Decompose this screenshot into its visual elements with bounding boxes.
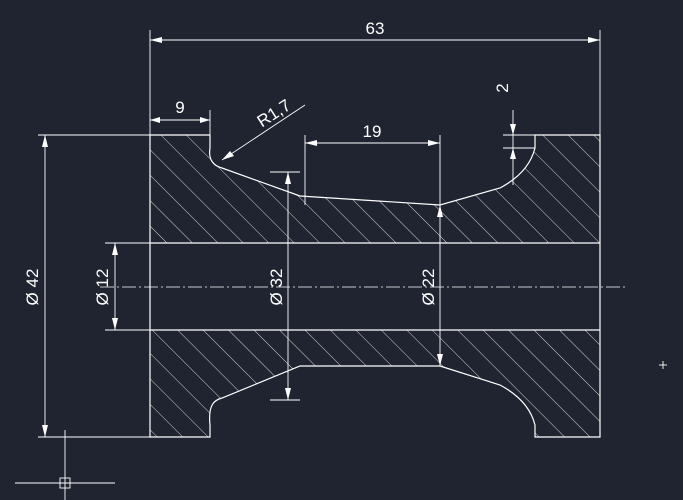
dim-text-groove-bottom: 19 bbox=[363, 122, 382, 141]
dim-text-step-height: 2 bbox=[493, 83, 512, 92]
dim-groove-diameter: Ø 32 bbox=[267, 171, 300, 401]
dim-text-groove-diameter: Ø 32 bbox=[267, 269, 286, 306]
dim-overall-length: 63 bbox=[149, 19, 601, 135]
dim-text-bore-diameter: Ø 12 bbox=[93, 269, 112, 306]
dim-text-hub-diameter: Ø 22 bbox=[419, 269, 438, 306]
dim-step-height: 2 bbox=[493, 83, 535, 185]
dim-text-overall-length: 63 bbox=[366, 19, 385, 38]
dim-text-outer-diameter: Ø 42 bbox=[23, 269, 42, 306]
dim-groove-bottom: 19 bbox=[304, 122, 441, 205]
dim-outer-diameter: Ø 42 bbox=[23, 134, 150, 438]
dim-bore-diameter: Ø 12 bbox=[93, 242, 150, 331]
dim-flange-width: 9 bbox=[150, 98, 211, 135]
point-marker-icon bbox=[659, 361, 667, 369]
crosshair-cursor-icon bbox=[15, 430, 115, 500]
dim-fillet-radius: R1,7 bbox=[221, 96, 306, 161]
part-outline bbox=[149, 134, 601, 438]
dim-text-flange-width: 9 bbox=[175, 98, 184, 117]
dim-hub-diameter: Ø 22 bbox=[419, 205, 443, 366]
